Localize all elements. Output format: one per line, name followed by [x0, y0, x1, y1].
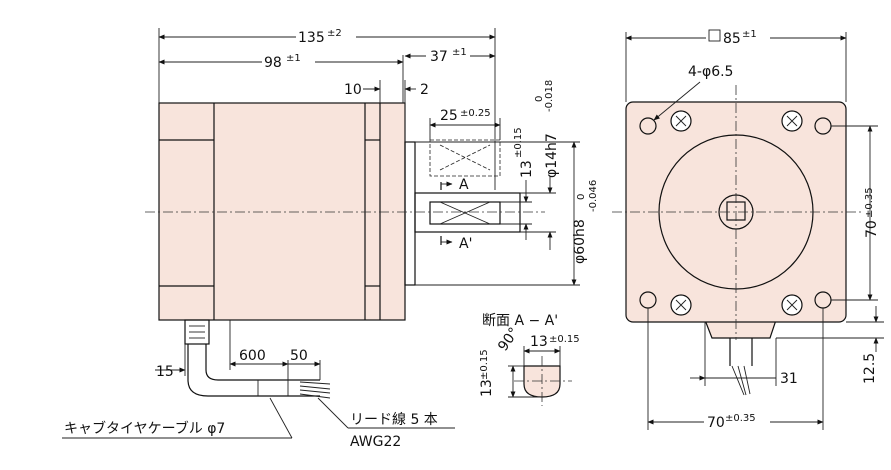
dim-pilot-tol-lower: -0.046	[588, 180, 599, 212]
mount-hole-tl	[639, 117, 657, 135]
dim-key-height: 13	[519, 160, 535, 178]
cable	[187, 344, 320, 397]
dim-shaft-tol-lower: -0.018	[544, 80, 555, 112]
label-leads: リード線 5 本	[350, 412, 438, 428]
dim-key-height-tol: ±0.15	[513, 127, 524, 158]
dim-key-length-tol: ±0.25	[460, 108, 491, 119]
motor-body	[158, 102, 406, 321]
section-mark-a-prime: A'	[459, 236, 472, 252]
dim-pitch-v: 70	[864, 220, 880, 238]
dim-shaft-length: 37	[430, 49, 448, 65]
section-flat-height: 13	[479, 379, 495, 397]
dim-square-size-tol: ±1	[742, 29, 757, 40]
dim-pitch-v-tol: ±0.35	[864, 187, 875, 218]
section-flat-width: 13	[530, 334, 548, 350]
dim-holes: 4-φ6.5	[688, 64, 733, 80]
front-view: 85 ±1 4-φ6.5 70 ±0.35 70 ±0.35 12.5 31	[612, 29, 884, 431]
dim-cable-clamp: 15	[156, 364, 174, 380]
dim-square-size: 85	[723, 31, 741, 47]
dim-pitch-h-tol: ±0.35	[725, 413, 756, 424]
section-flat-width-tol: ±0.15	[549, 334, 580, 345]
section-title: 断面 A − A'	[482, 313, 558, 329]
shaft-key	[429, 201, 501, 225]
section-view: 断面 A − A' 90° 13 ±0.15 13 ±0.15	[479, 313, 580, 406]
dim-flange-offset: 2	[420, 82, 429, 98]
dim-strip-length: 50	[290, 348, 308, 364]
dim-overall-length: 135	[298, 30, 325, 46]
dim-pilot-tol-upper: 0	[576, 194, 587, 200]
dim-overall-length-tol: ±2	[327, 28, 342, 39]
dim-body-length: 98	[264, 55, 282, 71]
lead-wires	[299, 381, 331, 399]
label-awg: AWG22	[350, 434, 401, 450]
flange-pilot	[404, 141, 416, 286]
section-angle: 90°	[495, 325, 522, 355]
section-mark-a: A	[459, 177, 469, 193]
label-cable: キャブタイヤケーブル φ7	[64, 420, 225, 437]
dim-flange-thickness: 10	[344, 82, 362, 98]
dim-body-length-tol: ±1	[286, 53, 301, 64]
dim-lead-length: 600	[239, 348, 266, 364]
dim-shaft-diameter: φ14h7	[544, 133, 560, 178]
cable-clamp	[184, 319, 210, 345]
shaft	[414, 192, 521, 233]
dim-cable-exit-width: 31	[780, 371, 798, 387]
dim-shaft-tol-upper: 0	[534, 96, 545, 102]
dim-cable-exit-offset: 12.5	[862, 353, 878, 384]
side-view: A A' 135 ±2 98 ±1 37 ±1	[62, 28, 599, 450]
dim-pilot-diameter: φ60h8	[572, 219, 588, 264]
dim-shaft-length-tol: ±1	[452, 47, 467, 58]
dim-pitch-h: 70	[707, 415, 725, 431]
cable-exit-boss	[704, 319, 777, 339]
section-flat-height-tol: ±0.15	[479, 349, 490, 380]
dim-key-length: 25	[440, 108, 458, 124]
